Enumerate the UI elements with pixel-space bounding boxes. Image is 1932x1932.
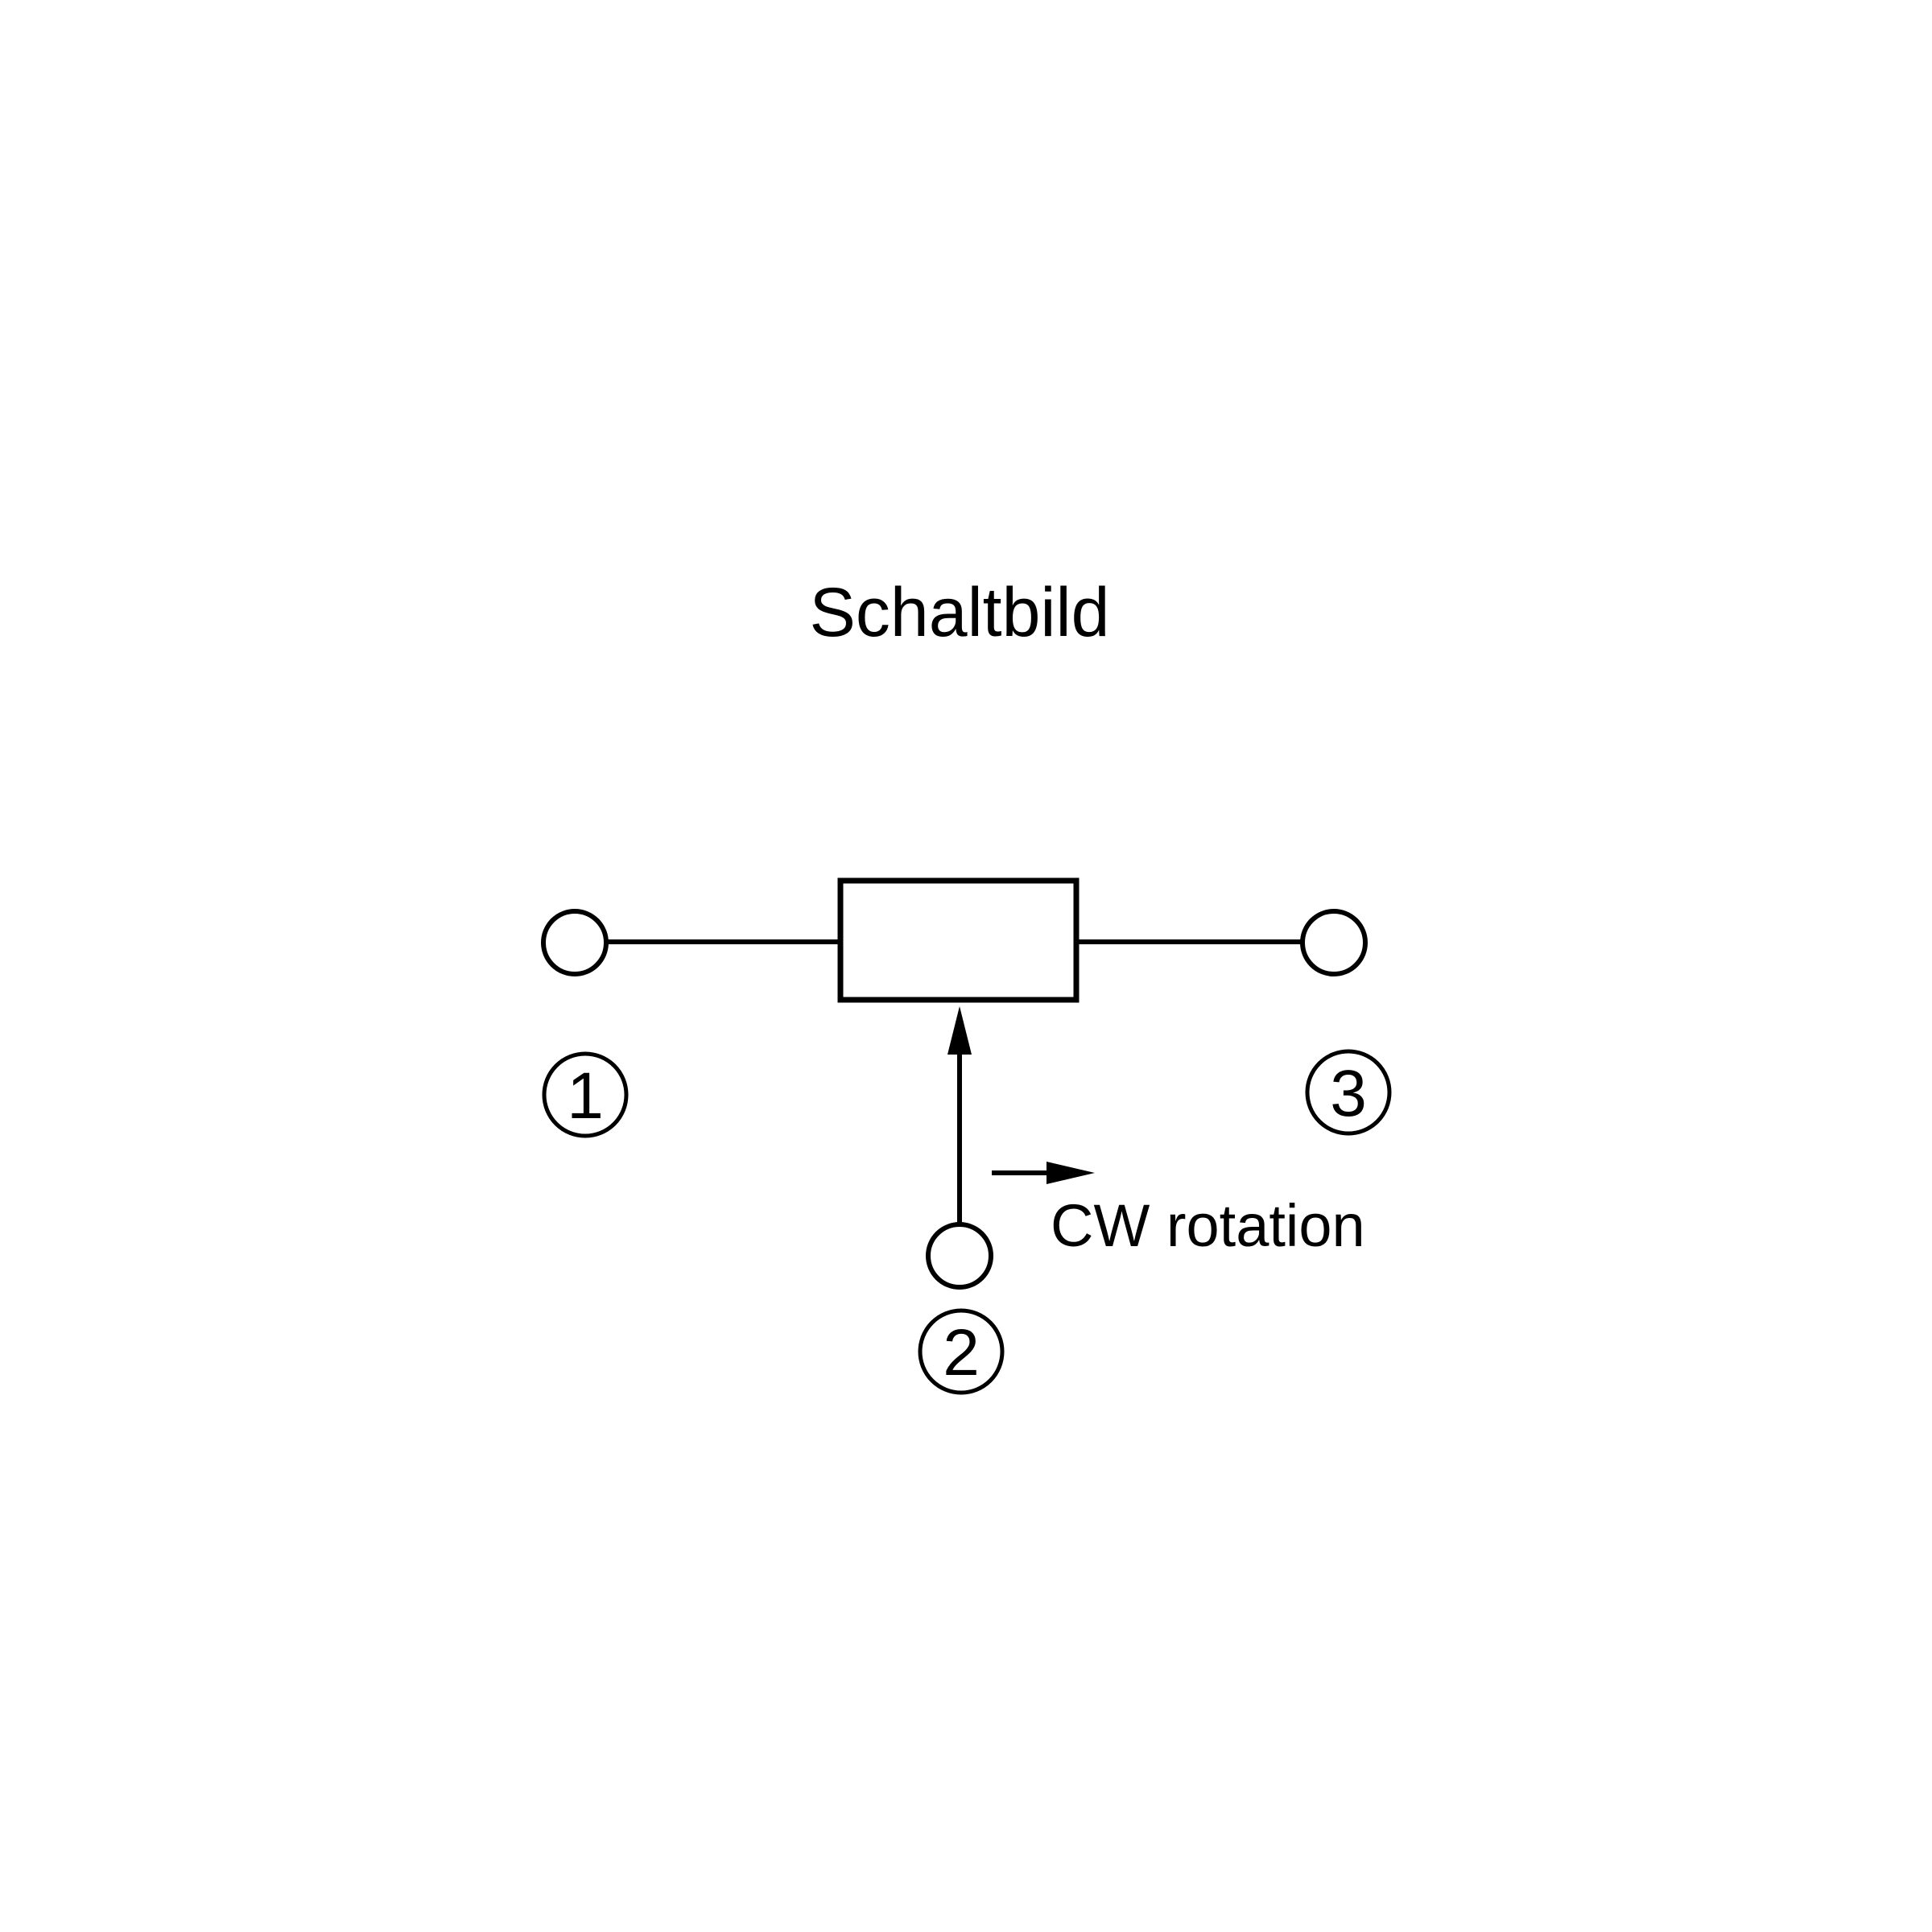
terminal-1 [541,909,609,976]
pin-label-1-ring [542,1051,629,1138]
rotation-label: CW rotation [1051,1192,1365,1259]
pin-label-3: 3 [1305,1049,1392,1136]
wiper-arrow-icon [947,1006,972,1055]
pin-label-2: 2 [918,1308,1005,1395]
terminal-2 [926,1222,993,1290]
pin-label-2-ring [918,1308,1005,1395]
pin-label-3-number: 3 [1330,1057,1367,1130]
resistor-body [837,877,1080,1003]
pin-label-1: 1 [542,1051,629,1138]
pin-label-2-number: 2 [943,1316,980,1389]
rotation-arrow-head [1046,1162,1095,1184]
pin-label-1-number: 1 [567,1059,604,1133]
terminal-3 [1300,909,1368,976]
rotation-arrow-icon [992,1162,1095,1184]
pin-label-3-ring [1305,1049,1392,1136]
diagram-title: Schaltbild [810,574,1110,651]
